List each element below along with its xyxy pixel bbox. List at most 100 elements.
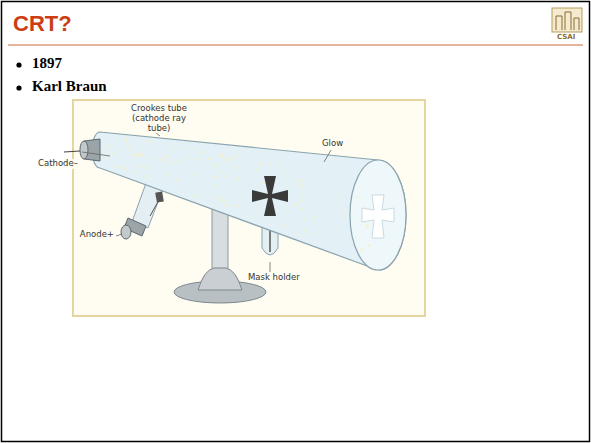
glow-speck	[282, 178, 284, 180]
glow-speck	[281, 224, 284, 227]
leader-lines	[82, 128, 331, 272]
glow-speck	[169, 162, 171, 164]
glow-speck	[141, 153, 144, 156]
glow-speck	[112, 152, 114, 154]
glow-speck	[359, 213, 360, 214]
glow-speck	[227, 160, 229, 162]
glow-speck	[284, 170, 286, 172]
glow-speck	[214, 176, 216, 178]
glow-speck	[169, 145, 171, 147]
glow-speck	[154, 158, 156, 160]
glow-speck	[117, 166, 120, 169]
glow-speck	[324, 178, 325, 179]
glow-speck	[340, 194, 342, 196]
glow-speck	[269, 162, 271, 164]
glow-speck	[195, 158, 198, 161]
glow-speck	[184, 147, 186, 149]
glow-speck	[199, 151, 202, 154]
glow-speck	[221, 199, 224, 202]
glow-speck	[249, 174, 250, 175]
glow-speck	[220, 154, 223, 157]
glow-speck	[302, 208, 304, 210]
glow-speck	[118, 148, 120, 150]
glow-speck	[345, 216, 347, 218]
glow-speck	[236, 205, 238, 207]
glow-speck	[207, 158, 209, 160]
glow-speck	[300, 194, 302, 196]
glow-speck	[126, 140, 128, 142]
glow-speck	[359, 221, 361, 223]
glow-speck	[299, 185, 302, 188]
glow-speck	[313, 231, 315, 233]
glow-speck	[148, 140, 151, 143]
part-label: Crookes tube (cathode ray tube)	[122, 104, 196, 133]
glow-speck	[338, 204, 340, 206]
glow-speck	[360, 248, 363, 251]
glow-speck	[367, 228, 368, 229]
glow-speck	[235, 177, 238, 180]
glow-speck	[278, 163, 280, 165]
logo-text: CSAI	[557, 33, 575, 41]
glow-speck	[303, 218, 305, 220]
glow-speck	[192, 148, 193, 149]
part-label: Glow	[322, 139, 343, 149]
glow-speck	[186, 175, 187, 176]
glow-speck	[233, 156, 235, 158]
glow-speck	[255, 212, 256, 213]
glow-speck	[169, 149, 171, 151]
glow-speck	[214, 197, 216, 199]
glow-speck	[127, 145, 128, 146]
part-label: Cathode–	[38, 159, 78, 169]
glow-speck	[224, 156, 225, 157]
glow-speck	[234, 185, 235, 186]
glow-speck	[309, 188, 311, 190]
bullet-dot	[16, 62, 21, 67]
glow-speck	[136, 153, 139, 156]
glow-speck	[255, 168, 257, 170]
glow-speck	[314, 216, 316, 218]
glow-speck	[342, 188, 343, 189]
glow-speck	[285, 208, 286, 209]
glow-speck	[170, 161, 172, 163]
glow-speck	[294, 206, 296, 208]
glow-speck	[196, 195, 199, 198]
glow-speck	[186, 157, 188, 159]
glow-speck	[244, 173, 245, 174]
glow-speck	[355, 236, 357, 238]
glow-speck	[299, 180, 302, 183]
glow-speck	[104, 149, 106, 151]
glow-speck	[333, 201, 334, 202]
glow-speck	[213, 185, 215, 187]
glow-speck	[253, 185, 255, 187]
image-frame	[73, 100, 425, 316]
glow-speck	[367, 244, 370, 247]
glow-speck	[126, 138, 128, 140]
glow-speck	[277, 167, 279, 169]
bullet-dot	[16, 85, 21, 90]
crookes-tube	[64, 132, 406, 303]
glow-speck	[141, 146, 142, 147]
glow-speck	[175, 178, 178, 181]
bullet-text: Karl Braun	[32, 78, 107, 95]
glow-speck	[166, 175, 168, 177]
glow-speck	[301, 199, 303, 201]
glow-speck	[213, 164, 216, 167]
glow-speck	[137, 165, 140, 168]
glow-speck	[225, 205, 228, 208]
glow-speck	[324, 230, 325, 231]
glow-speck	[167, 172, 168, 173]
part-label: Anode+	[80, 230, 114, 240]
glow-speck	[220, 171, 222, 173]
glow-speck	[161, 158, 163, 160]
glow-speck	[220, 155, 223, 158]
slide-title: CRT?	[13, 11, 72, 37]
glow-speck	[106, 145, 108, 147]
glow-speck	[126, 143, 128, 145]
glow-speck	[279, 217, 281, 219]
glow-speck	[224, 175, 226, 177]
title-rule	[8, 45, 583, 46]
glow-speck	[365, 208, 367, 210]
glow-speck	[127, 148, 129, 150]
